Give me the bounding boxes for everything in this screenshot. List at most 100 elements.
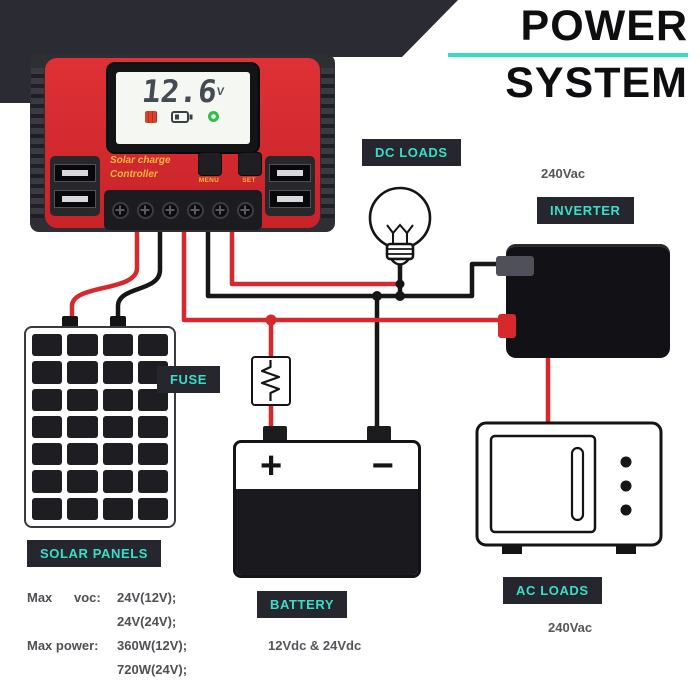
spec-text: Max voc: 24V(12V); 24V(24V); Max power: … xyxy=(27,589,187,678)
fuse-holder xyxy=(251,356,291,406)
lcd-screen: 12.6V xyxy=(115,72,250,144)
wire-positive-bus xyxy=(181,218,504,323)
battery-voltage-note: 12Vdc & 24Vdc xyxy=(268,638,362,653)
menu-button[interactable] xyxy=(198,152,222,176)
solar-cell xyxy=(32,443,63,466)
solar-cell xyxy=(102,470,133,493)
terminal-screw[interactable] xyxy=(186,201,204,219)
battery-body: + − xyxy=(233,440,421,578)
terminal-screw[interactable] xyxy=(136,201,154,219)
solar-cell xyxy=(137,470,168,493)
label-inverter: INVERTER xyxy=(537,197,634,224)
solar-cell xyxy=(67,415,98,439)
spec-label xyxy=(27,613,117,630)
label-fuse: FUSE xyxy=(157,366,221,393)
solar-cell xyxy=(137,497,168,520)
solar-cell xyxy=(137,415,168,439)
junction-bulb xyxy=(395,279,405,289)
fuse-symbol-icon xyxy=(260,360,281,401)
solar-cell xyxy=(102,415,133,439)
solar-cell xyxy=(102,443,133,466)
solar-cell xyxy=(102,334,133,357)
plus-sign: + xyxy=(260,445,283,487)
set-button-label: SET xyxy=(242,177,256,184)
solar-cell xyxy=(32,388,63,411)
brand-line-1: Solar charge xyxy=(110,155,171,166)
solar-cell xyxy=(67,388,98,411)
heatsink-right xyxy=(321,68,334,218)
spec-value: 720W(24V); xyxy=(117,662,188,677)
usb-tongue xyxy=(62,196,88,202)
label-solar-panels: SOLAR PANELS xyxy=(27,540,162,567)
solar-cell xyxy=(67,334,98,357)
wire-solar-positive xyxy=(69,218,140,324)
lcd-status-icons xyxy=(116,110,250,123)
usb-port-icon[interactable] xyxy=(54,190,96,208)
minus-sign: − xyxy=(371,445,394,487)
solar-cell xyxy=(102,497,133,520)
spec-label: Max voc: xyxy=(27,590,101,605)
label-ac-loads: AC LOADS xyxy=(503,577,602,604)
solar-cell xyxy=(67,361,98,384)
wire-load-positive xyxy=(229,218,398,287)
label-dc-loads: DC LOADS xyxy=(362,139,461,166)
terminal-screw[interactable] xyxy=(111,201,129,219)
voltage-unit: V xyxy=(215,86,225,98)
usb-tongue xyxy=(277,196,303,202)
battery: + − xyxy=(233,426,421,578)
brand-line-2: Controller xyxy=(110,169,158,180)
junction-negative-bulb xyxy=(395,291,405,301)
junction-negative-battery xyxy=(372,291,382,301)
charge-controller: 12.6V Solar charge Controller xyxy=(30,54,335,232)
wire-solar-negative xyxy=(115,218,163,324)
positive-wires xyxy=(69,218,551,442)
set-button[interactable] xyxy=(238,152,262,176)
heatsink-left xyxy=(31,68,44,218)
ac-loads-voltage-note: 240Vac xyxy=(548,620,593,635)
wire-negative-bus xyxy=(205,218,500,299)
usb-port-icon[interactable] xyxy=(54,164,96,182)
spec-value: 24V(24V); xyxy=(117,614,177,629)
terminal-screw[interactable] xyxy=(161,201,179,219)
solar-cells xyxy=(24,326,176,528)
usb-ports-left xyxy=(50,156,100,216)
battery-post-positive xyxy=(263,426,287,442)
solar-cell xyxy=(67,443,98,466)
solar-status-icon xyxy=(145,110,157,123)
menu-button-label: MENU xyxy=(198,177,220,184)
title-line-2: SYSTEM xyxy=(505,59,688,107)
usb-port-icon[interactable] xyxy=(269,190,311,208)
terminal-screw[interactable] xyxy=(236,201,254,219)
battery-case xyxy=(236,489,418,575)
terminal-screw[interactable] xyxy=(211,201,229,219)
terminal-strip xyxy=(103,190,262,230)
inverter-voltage-note: 240Vac xyxy=(541,166,586,181)
inverter-dc-connector xyxy=(496,256,534,276)
load-status-icon xyxy=(208,111,219,122)
title-line-1: POWER xyxy=(520,2,688,50)
solar-panel xyxy=(24,314,176,528)
spec-label: Max power: xyxy=(27,638,99,653)
junction-dots xyxy=(265,279,405,326)
inverter-terminal xyxy=(498,314,516,338)
controller-brand: Solar charge Controller xyxy=(110,154,171,182)
page-title: POWER SYSTEM xyxy=(448,4,688,106)
voltage-readout: 12.6V xyxy=(139,74,225,110)
junction-positive xyxy=(265,314,277,326)
light-bulb-icon xyxy=(368,186,432,266)
solar-cell xyxy=(102,361,133,384)
usb-port-icon[interactable] xyxy=(269,164,311,182)
spec-value: 360W(12V); xyxy=(117,638,188,653)
battery-post-negative xyxy=(367,426,391,442)
solar-cell xyxy=(32,497,63,520)
solar-cell xyxy=(137,388,168,411)
solar-cell xyxy=(32,415,63,439)
usb-tongue xyxy=(62,170,88,176)
solar-cell xyxy=(67,497,98,520)
spec-label xyxy=(27,661,117,678)
lcd-display: 12.6V xyxy=(105,62,260,154)
solar-cell xyxy=(32,470,63,493)
solar-cell xyxy=(32,361,63,384)
label-battery: BATTERY xyxy=(257,591,348,618)
